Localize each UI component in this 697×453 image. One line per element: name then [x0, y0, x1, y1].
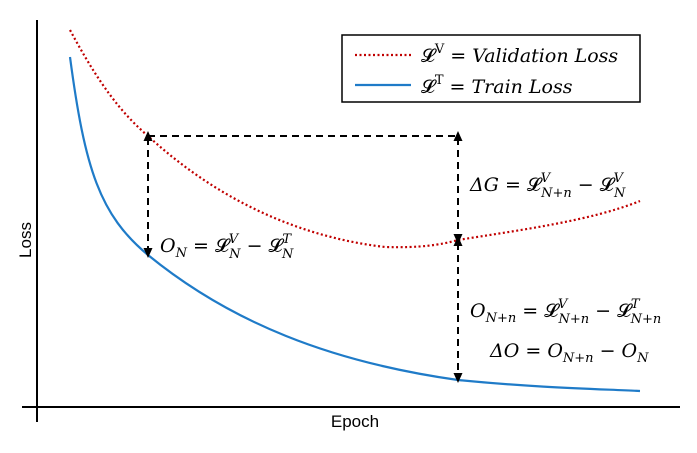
y-axis-label: Loss: [16, 222, 35, 258]
validation-loss-curve: [69, 29, 641, 249]
legend: 𝓛V = Validation Loss 𝓛T = Train Loss: [341, 34, 641, 103]
arrow-down-icon: [453, 373, 463, 383]
legend-train-entry: 𝓛T = Train Loss: [421, 73, 573, 98]
arrow-up-icon: [453, 131, 463, 141]
legend-box: [341, 34, 641, 103]
arrow-heads: [143, 131, 463, 383]
dashed-guides: [147, 135, 459, 378]
x-axis-label: Epoch: [331, 412, 379, 431]
legend-validation-entry: 𝓛V = Validation Loss: [421, 42, 618, 67]
arrow-up-icon: [453, 236, 463, 246]
train-loss-curve: [68, 56, 641, 393]
arrow-up-icon: [143, 131, 153, 141]
delta-o-equation: ΔO = ON+n − ON: [489, 340, 649, 366]
arrow-down-icon: [143, 248, 153, 258]
